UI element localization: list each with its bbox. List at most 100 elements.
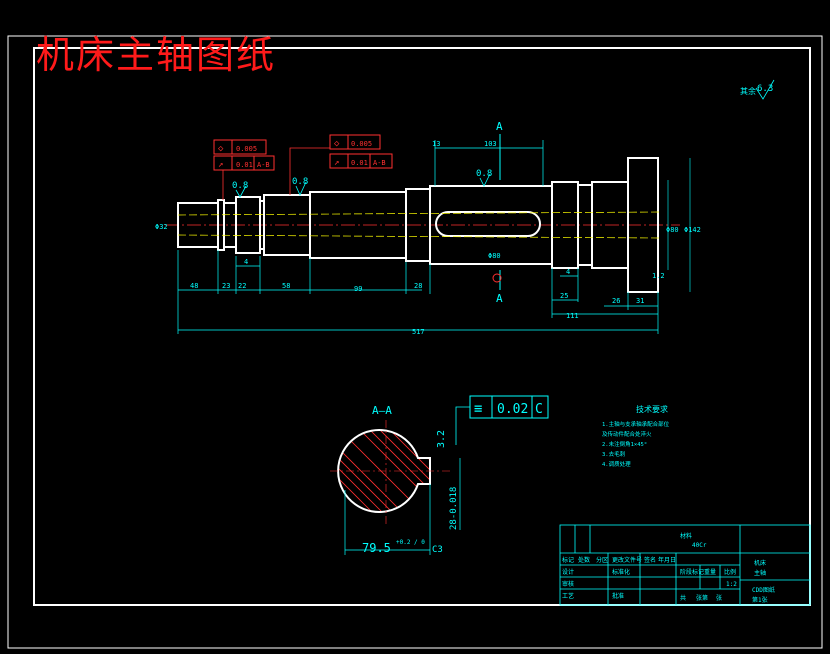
dim-chamfer: C3 <box>432 545 443 555</box>
section-marker-top: A <box>496 120 503 180</box>
tb-row-2: 分区 <box>596 556 608 564</box>
dim-key-depth-tol: +0.2 / 0 <box>396 539 425 546</box>
tb-row-3: 更改文件号 <box>612 556 642 564</box>
tech-req-title: 技术要求 <box>636 404 668 414</box>
section-letter-top: A <box>496 120 503 133</box>
dim-len-23: 23 <box>222 282 230 290</box>
tb-drawing-no: CDD图纸 <box>752 586 775 594</box>
tb-material-label: 材料 <box>680 532 692 540</box>
dim-d-flange: Φ142 <box>684 226 701 234</box>
tb-std-label: 标准化 <box>612 568 630 576</box>
tb-role-design: 设计 <box>562 568 574 576</box>
dim-key-top: 103 13 <box>432 140 544 186</box>
dim-len-99: 99 <box>354 285 362 293</box>
datum-c-marker <box>492 273 502 283</box>
tol1-row1-value: 0.005 <box>236 145 257 153</box>
roughness-others: 其余 6.3 <box>740 79 775 100</box>
tol2-row1-value: 0.005 <box>351 140 372 148</box>
tb-role-check: 审核 <box>562 580 574 588</box>
tb-scale: 1:2 <box>726 581 737 588</box>
tb-stage-label: 阶段标记 <box>680 568 704 576</box>
keyway-slot <box>435 211 541 237</box>
tolerance-frame-1: ◇ 0.005 ↗ 0.01 A-B <box>213 139 275 200</box>
bottom-dimension-texts: 48 23 4 22 58 99 28 25 4 111 26 31 1.2 5… <box>190 258 665 336</box>
tb-weight-label: 重量 <box>704 568 716 576</box>
inner-frame <box>33 47 811 606</box>
roughness-r1: 0.8 <box>232 181 248 191</box>
dim-len-4b: 4 <box>566 268 570 276</box>
title-block-texts: 材料 40Cr 标记 处数 分区 更改文件号 签名 年月日 设计 标准化 审核 … <box>562 532 775 604</box>
section-marker-bottom: A <box>496 270 503 305</box>
tol2-row1-symbol: ◇ <box>334 139 340 149</box>
tech-req-item-1: 1.主轴与支承轴承配合部位 <box>602 420 670 428</box>
tol1-row1-symbol: ◇ <box>218 144 224 154</box>
tech-req-item-5: 4.调质处理 <box>602 460 631 468</box>
tb-sheet-label: 共 <box>680 594 686 602</box>
dim-key-depth: 79.5 <box>362 541 391 555</box>
roughness-keyway-side: 3.2 <box>436 430 447 448</box>
section-tol-symbol: ≡ <box>474 401 482 417</box>
tech-requirements: 技术要求 1.主轴与支承轴承配合部位 及传动件配合处淬火 2.未注倒角1×45°… <box>602 404 670 468</box>
tol2-row2-symbol: ↗ <box>334 158 339 168</box>
dim-d-key: Φ80 <box>488 252 501 260</box>
tol1-row2-ref: A-B <box>257 161 270 169</box>
drawing-title: 机床主轴图纸 <box>36 33 277 77</box>
tech-req-item-3: 2.未注倒角1×45° <box>602 440 647 448</box>
tb-part-name: 机床 <box>754 559 766 567</box>
roughness-others-symbol <box>755 79 775 100</box>
section-tol-value: 0.02 <box>497 402 528 417</box>
dim-len-4: 4 <box>244 258 248 266</box>
tol1-row2-symbol: ↗ <box>218 160 223 170</box>
dim-total-517: 517 <box>412 328 425 336</box>
tb-sheet-of: 张第 <box>696 594 708 602</box>
roughness-r3: 0.8 <box>476 169 492 179</box>
dim-len-111: 111 <box>566 312 579 320</box>
shaft-segment-flange <box>627 157 659 293</box>
section-letter-bottom: A <box>496 292 503 305</box>
section-tol-datum: C <box>535 402 543 417</box>
dim-len-22: 22 <box>238 282 246 290</box>
dim-len-58: 58 <box>282 282 290 290</box>
outer-frame <box>7 35 823 649</box>
section-title: A—A <box>372 404 392 417</box>
title-block <box>559 524 811 606</box>
bottom-dimension-lines <box>177 250 659 334</box>
section-view <box>330 420 450 525</box>
internal-bore-lines <box>177 211 661 239</box>
tol1-row2-value: 0.01 <box>236 161 253 169</box>
dim-d-left-end: Φ32 <box>155 223 168 231</box>
shaft-outline <box>177 157 659 293</box>
dim-len-31: 31 <box>636 297 644 305</box>
diameter-labels: Φ32 Φ80 Φ142 Φ80 <box>155 223 701 260</box>
tb-row-4: 签名 <box>644 556 656 564</box>
tol2-row2-value: 0.01 <box>351 159 368 167</box>
tb-row-1: 处数 <box>578 556 590 564</box>
dim-len-28: 28 <box>414 282 422 290</box>
tb-part-name2: 主轴 <box>754 569 766 577</box>
tech-req-item-2: 及传动件配合处淬火 <box>602 430 652 438</box>
dim-key-width: 28-0.018 <box>449 487 459 530</box>
tb-rows: 标记 <box>562 556 574 564</box>
roughness-others-value: 6.3 <box>757 84 773 94</box>
dim-len-1-2: 1.2 <box>652 272 665 280</box>
roughness-r2: 0.8 <box>292 177 308 187</box>
tb-sheet-tail: 张 <box>716 594 722 602</box>
tech-req-item-4: 3.去毛刺 <box>602 450 626 458</box>
roughness-others-label: 其余 <box>740 86 756 96</box>
tol2-row2-ref: A-B <box>373 159 386 167</box>
tb-material: 40Cr <box>692 542 707 549</box>
tolerance-frame-2: ◇ 0.005 ↗ 0.01 A-B <box>289 134 393 195</box>
dim-offset-13: 13 <box>432 140 440 148</box>
dim-d-flange-inner: Φ80 <box>666 226 679 234</box>
dim-len-25: 25 <box>560 292 568 300</box>
dim-len-26: 26 <box>612 297 620 305</box>
section-dimension-lines <box>344 458 461 555</box>
roughness-marks: 0.8 0.8 0.8 <box>232 169 492 198</box>
tb-row-5: 年月日 <box>658 556 676 564</box>
tb-school: 第1张 <box>752 596 768 604</box>
section-tolerance-frame: ≡ 0.02 C <box>455 395 549 445</box>
tb-scale-label: 比例 <box>724 568 736 576</box>
dim-len-48: 48 <box>190 282 198 290</box>
dim-key-width-top: 103 <box>484 140 497 148</box>
